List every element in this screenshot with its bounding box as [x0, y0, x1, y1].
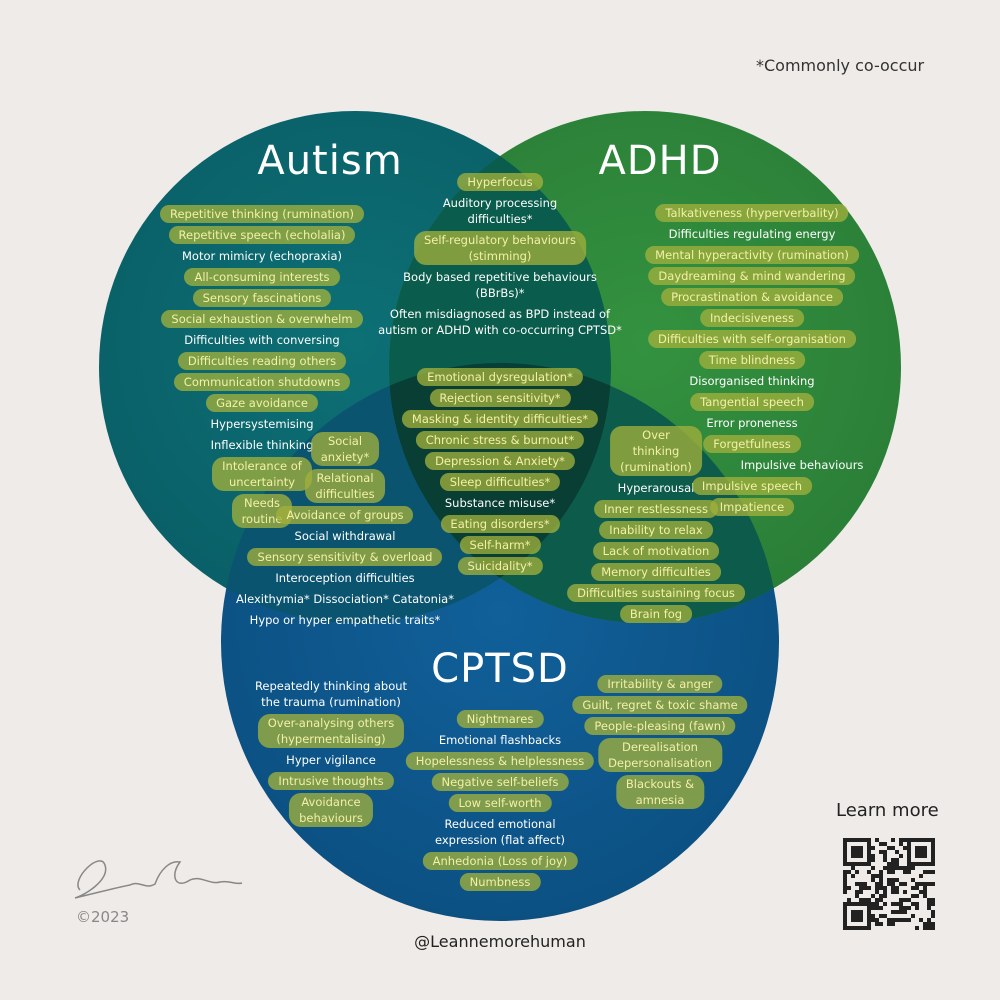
- co-occur-note: *Commonly co-occur: [756, 56, 925, 75]
- trait-item: Avoidance of groups: [276, 506, 414, 524]
- trait-item: Often misdiagnosed as BPD instead of aut…: [378, 307, 622, 337]
- trait-item: Depression & Anxiety*: [425, 452, 575, 470]
- trait-item: Sleep difficulties*: [439, 473, 561, 491]
- trait-item: Eating disorders*: [440, 515, 560, 533]
- trait-item: Daydreaming & mind wandering: [648, 267, 856, 285]
- trait-item: Hypersystemising: [210, 417, 314, 431]
- trait-item: Repetitive speech (echolalia): [168, 226, 356, 244]
- trait-item: Body based repetitive behaviours (BBrBs)…: [403, 270, 597, 300]
- trait-item: Sensory fascinations: [192, 289, 332, 307]
- signature: [74, 860, 243, 899]
- trait-item: Inner restlessness: [593, 500, 719, 518]
- author-handle: @Leannemorehuman: [414, 932, 586, 951]
- trait-item: Nightmares: [456, 710, 544, 728]
- trait-item: Social anxiety*: [310, 432, 380, 466]
- trait-item: Hyperfocus: [457, 173, 543, 191]
- trait-item: Derealisation Depersonalisation: [598, 738, 722, 772]
- trait-item: Hyperarousal: [617, 481, 695, 495]
- trait-item: Sensory sensitivity & overload: [247, 548, 443, 566]
- copyright: ©2023: [76, 908, 130, 926]
- trait-item: Substance misuse*: [444, 496, 556, 510]
- trait-item: Lack of motivation: [592, 542, 720, 560]
- trait-item: Auditory processing difficulties*: [442, 196, 558, 226]
- trait-item: Disorganised thinking: [689, 374, 815, 388]
- trait-item: Blackouts & amnesia: [615, 775, 705, 809]
- trait-item: Gaze avoidance: [206, 394, 318, 412]
- trait-item: Numbness: [459, 873, 541, 891]
- trait-item: Over-analysing others (hypermentalising): [257, 714, 405, 748]
- trait-item: Repetitive thinking (rumination): [160, 205, 364, 223]
- trait-item: Irritability & anger: [597, 675, 723, 693]
- autism-title: Autism: [257, 138, 403, 184]
- trait-item: Procrastination & avoidance: [661, 288, 843, 306]
- trait-item: Anhedonia (Loss of joy): [422, 852, 578, 870]
- trait-item: Tangential speech: [690, 393, 814, 411]
- trait-item: Difficulties with self-organisation: [648, 330, 856, 348]
- trait-item: Reduced emotional expression (flat affec…: [435, 817, 565, 847]
- trait-item: Relational difficulties: [305, 469, 385, 503]
- trait-item: Emotional dysregulation*: [417, 368, 583, 386]
- trait-item: Repeatedly thinking about the trauma (ru…: [254, 679, 408, 709]
- trait-item: Self-regulatory behaviours (stimming): [413, 231, 586, 265]
- shared-traits: Emotional dysregulation* Rejection sensit…: [401, 368, 599, 575]
- trait-item: Suicidality*: [457, 557, 543, 575]
- trait-item: Chronic stress & burnout*: [415, 431, 585, 449]
- trait-item: Memory difficulties: [591, 563, 721, 581]
- trait-item: Rejection sensitivity*: [429, 389, 571, 407]
- trait-item: Social exhaustion & overwhelm: [161, 310, 363, 328]
- trait-item: Inability to relax: [599, 521, 713, 539]
- trait-item: Emotional flashbacks: [438, 733, 562, 747]
- trait-item: Forgetfulness: [703, 435, 801, 453]
- trait-item: Difficulties with conversing: [184, 333, 340, 347]
- cptsd-left-traits: Repeatedly thinking about the trauma (ru…: [245, 677, 417, 827]
- trait-item: Interoception difficulties: [275, 571, 415, 585]
- trait-item: Hypo or hyper empathetic traits*: [249, 613, 441, 627]
- trait-item: Negative self-beliefs: [431, 773, 569, 791]
- qr-code[interactable]: [843, 838, 935, 930]
- trait-item: Guilt, regret & toxic shame: [572, 696, 748, 714]
- trait-item: People-pleasing (fawn): [584, 717, 736, 735]
- trait-item: Time blindness: [698, 351, 806, 369]
- trait-item: Social withdrawal: [294, 529, 396, 543]
- trait-item: Impulsive speech: [691, 477, 813, 495]
- trait-item: Motor mimicry (echopraxia): [181, 249, 342, 263]
- cptsd-title: CPTSD: [431, 646, 569, 692]
- adhd-title: ADHD: [598, 138, 722, 184]
- learn-more-label: Learn more: [836, 800, 939, 821]
- trait-item: Hopelessness & helplessness: [405, 752, 595, 770]
- trait-item: Difficulties reading others: [177, 352, 347, 370]
- trait-item: Self-harm*: [459, 536, 541, 554]
- trait-item: Error proneness: [706, 416, 798, 430]
- trait-item: All-consuming interests: [184, 268, 340, 286]
- trait-item: Difficulties sustaining focus: [567, 584, 745, 602]
- trait-item: Impulsive behaviours: [740, 458, 864, 472]
- trait-item: Alexithymia* Dissociation* Catatonia*: [236, 592, 454, 606]
- adhd-traits: Talkativeness (hyperverbality) Difficulti…: [645, 204, 863, 516]
- trait-item: Brain fog: [619, 605, 693, 623]
- trait-item: Low self-worth: [448, 794, 552, 812]
- trait-item: Difficulties regulating energy: [668, 227, 836, 241]
- trait-item: Avoidance behaviours: [289, 793, 373, 827]
- trait-item: Talkativeness (hyperverbality): [655, 204, 849, 222]
- trait-item: Intolerance of uncertainty: [212, 457, 312, 491]
- trait-item: Hyper vigilance: [286, 753, 376, 767]
- trait-item: Intrusive thoughts: [268, 772, 394, 790]
- trait-item: Inflexible thinking: [210, 438, 314, 452]
- trait-item: Mental hyperactivity (rumination): [645, 246, 859, 264]
- trait-item: Indecisiveness: [700, 309, 804, 327]
- trait-item: Masking & identity difficulties*: [401, 410, 599, 428]
- trait-item: Communication shutdowns: [173, 373, 351, 391]
- trait-item: Impatience: [709, 498, 795, 516]
- trait-item: Over thinking (rumination): [610, 426, 702, 476]
